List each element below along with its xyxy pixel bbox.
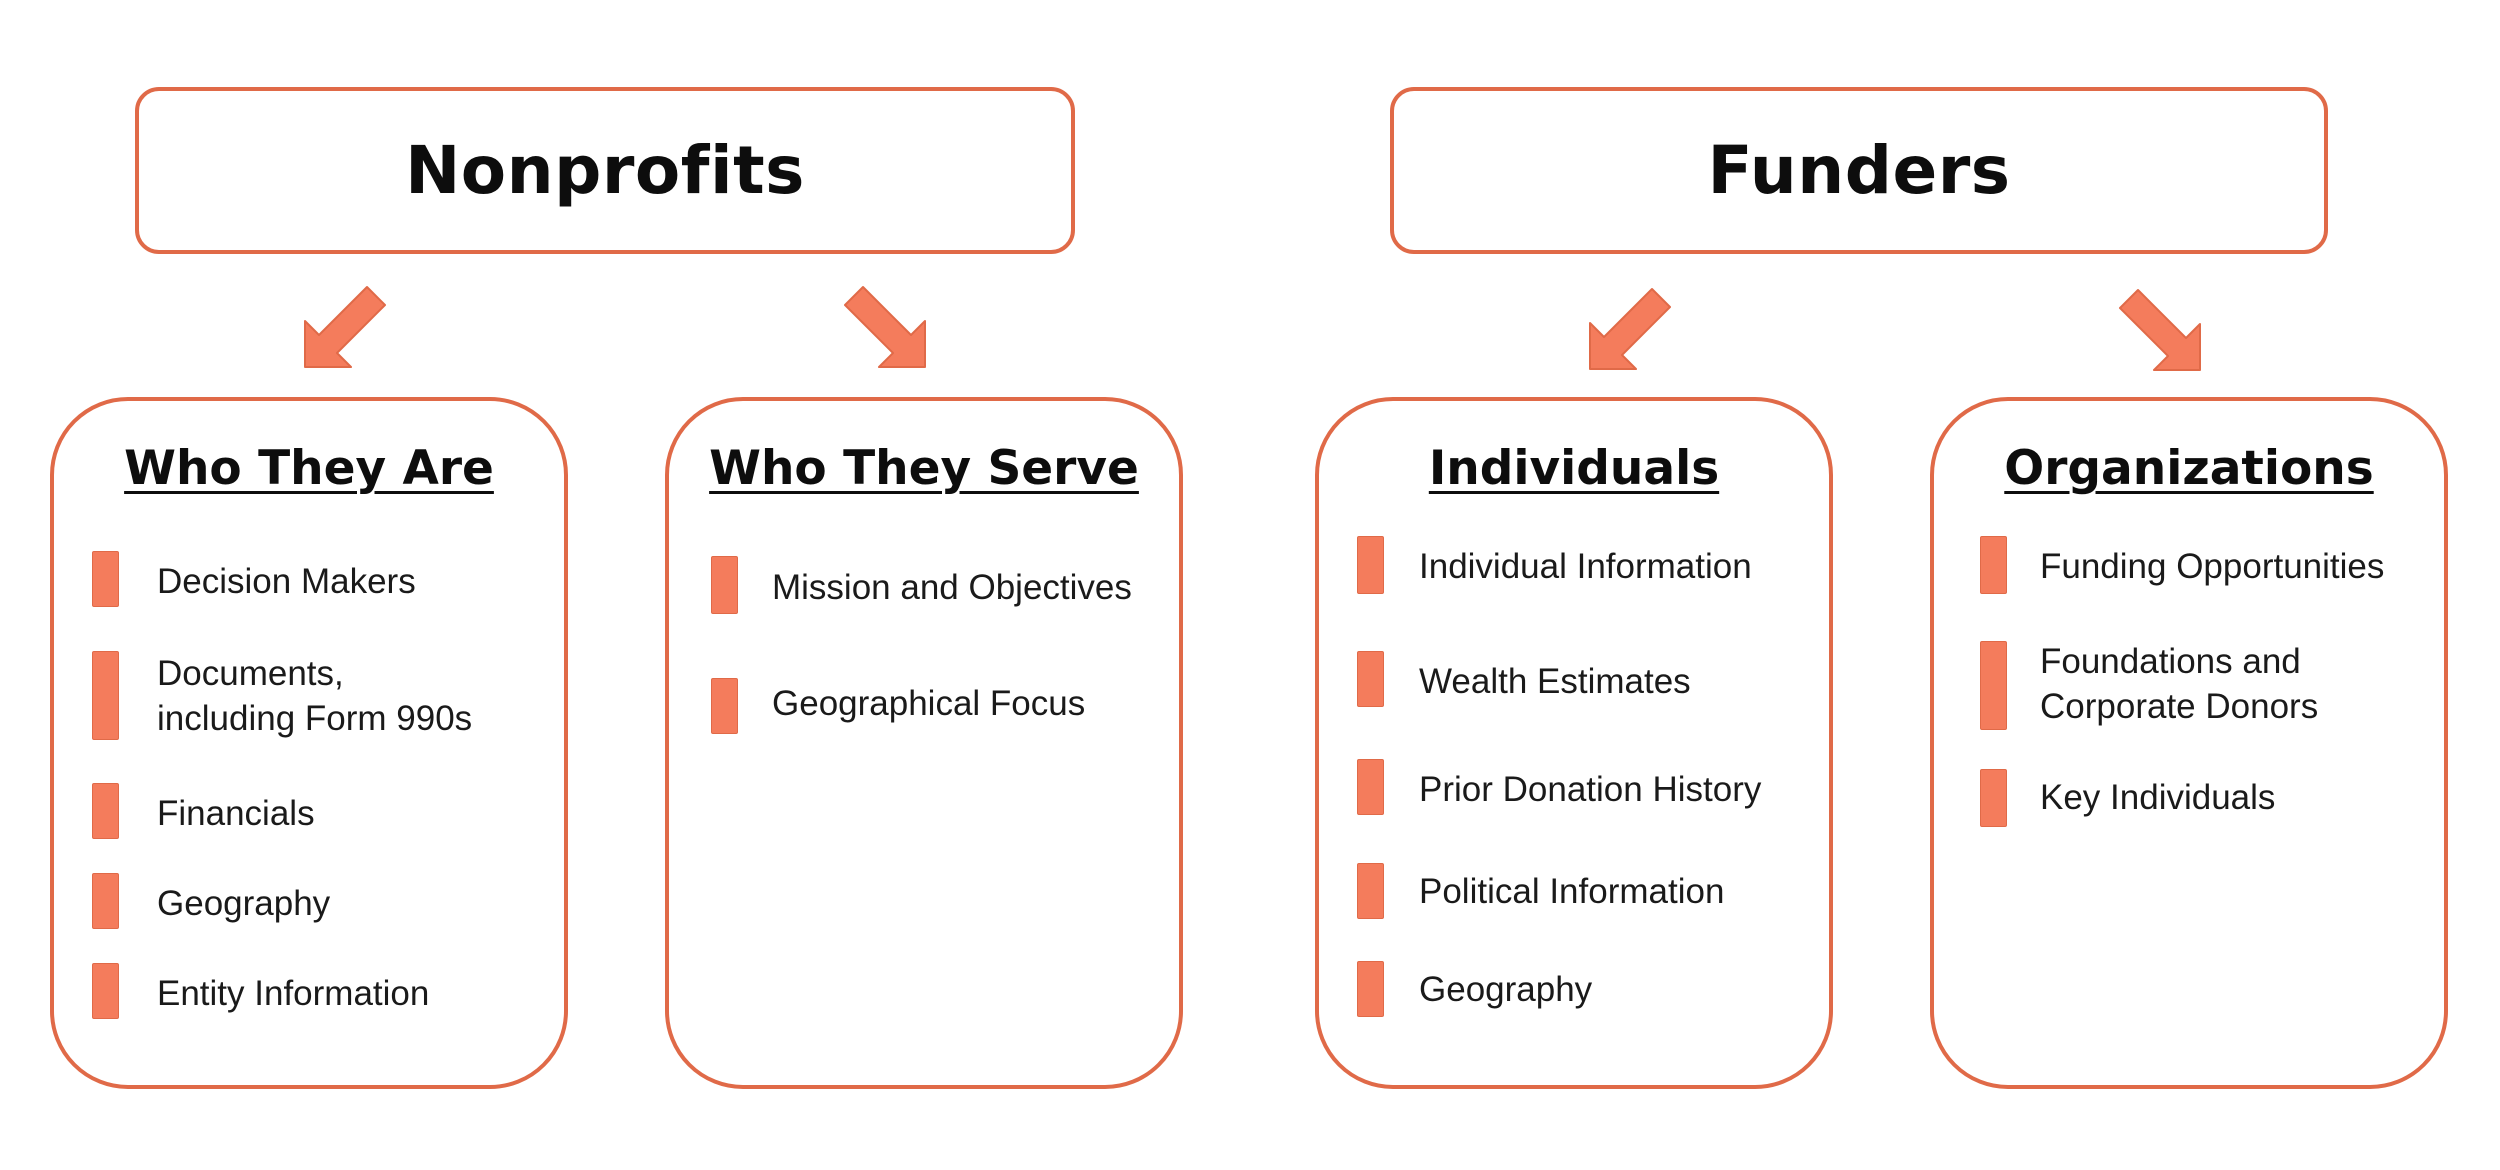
list-item: Mission and Objectives [772,568,1132,607]
bullet-marker [92,651,119,740]
list-item: Financials [157,794,315,833]
list-item: Documents, including Form 990s [157,654,473,738]
card-title: Who They Serve [709,441,1139,496]
nonprofits-header-box: Nonprofits [135,87,1075,254]
list-item: Key Individuals [2040,778,2276,817]
list-item: Wealth Estimates [1419,662,1691,701]
bullet-marker [1357,759,1384,815]
bullet-marker [1980,536,2007,594]
list-item: Geography [157,884,331,923]
list-item: Political Information [1419,872,1725,911]
bullet-marker [1357,536,1384,594]
bullet-marker [1980,641,2007,730]
individuals-card: Individuals Individual Information Wealt… [1315,397,1833,1089]
list-item: Geographical Focus [772,684,1086,723]
list-item: Decision Makers [157,562,416,601]
arrow-down-right-icon [2119,289,2201,371]
bullet-marker [92,783,119,839]
bullet-marker [1980,769,2007,827]
who-they-serve-card: Who They Serve Mission and Objectives Ge… [665,397,1183,1089]
organizations-card: Organizations Funding Opportunities Foun… [1930,397,2448,1089]
funders-header-box: Funders [1390,87,2328,254]
bullet-marker [1357,961,1384,1017]
card-title: Individuals [1428,441,1720,496]
arrow-down-right-icon [844,286,926,368]
funders-title: Funders [1707,132,2011,209]
bullet-marker [92,873,119,929]
card-title: Organizations [2004,441,2374,496]
bullet-marker [1357,863,1384,919]
who-they-are-card: Who They Are Decision Makers Documents, … [50,397,568,1089]
arrow-down-left-icon [1589,288,1671,370]
bullet-marker [711,556,738,614]
list-item: Funding Opportunities [2040,547,2385,586]
bullet-marker [92,551,119,607]
list-item: Entity Information [157,974,430,1013]
list-item: Individual Information [1419,547,1752,586]
arrow-down-left-icon [304,286,386,368]
card-title: Who They Are [124,441,494,496]
bullet-marker [711,678,738,734]
list-item: Foundations and Corporate Donors [2040,642,2319,726]
list-item: Geography [1419,970,1593,1009]
nonprofits-title: Nonprofits [405,132,805,209]
bullet-marker [92,963,119,1019]
list-item: Prior Donation History [1419,770,1762,809]
bullet-marker [1357,651,1384,707]
